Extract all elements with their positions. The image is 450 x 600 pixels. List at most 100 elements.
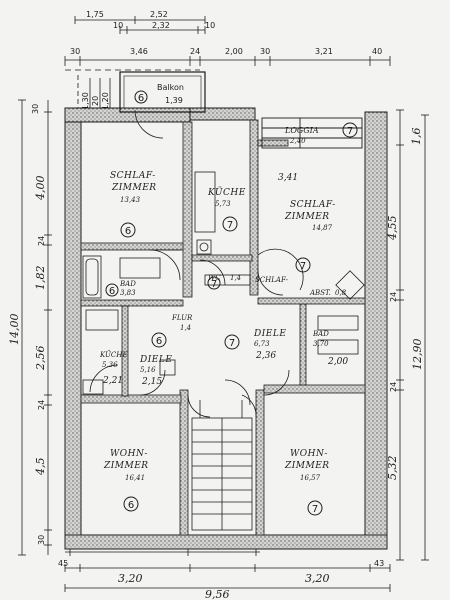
kueche-bottom-dim: 2,21 bbox=[102, 376, 123, 386]
loggia-name: LOGGIA bbox=[284, 126, 319, 135]
abstell-area: 0,8 bbox=[335, 289, 347, 297]
room-diele-right: 7 DIELE 6,73 2,36 bbox=[224, 329, 286, 361]
wc-unit: 7 bbox=[211, 279, 217, 290]
dim-left-total: 14,00 bbox=[8, 314, 21, 346]
dim-left-1: 4,00 bbox=[34, 176, 47, 202]
bad-left-name: BAD bbox=[119, 280, 136, 288]
kueche-bottom-area: 5,36 bbox=[102, 361, 118, 369]
dim-top-3: 10 bbox=[113, 21, 123, 30]
wc-unit-circle bbox=[207, 276, 221, 290]
loggia-unit: 7 bbox=[347, 126, 353, 137]
wohn-left-unit: 6 bbox=[128, 500, 134, 511]
kueche-top-name: KÜCHE bbox=[207, 186, 246, 198]
dim-left-6: 4,5 bbox=[34, 458, 47, 477]
room-wohn-left: WOHN- ZIMMER 16,41 6 bbox=[103, 449, 149, 512]
room-bad-right: BAD 3,70 2,00 bbox=[312, 330, 348, 367]
diele-right-name: DIELE bbox=[253, 329, 286, 339]
diele-right-unit-circle bbox=[224, 334, 240, 350]
bad-right-dim: 2,00 bbox=[327, 357, 348, 367]
dim-top-9: 2,00 bbox=[225, 47, 243, 56]
diele-right-dim: 2,36 bbox=[255, 351, 276, 361]
dim-top-4: 2,32 bbox=[152, 21, 170, 30]
schlaf-mid-name: SCHLAF- bbox=[255, 276, 289, 284]
dim-left-10: 1,20 bbox=[101, 92, 110, 110]
top-dimensions bbox=[64, 16, 391, 71]
room-flur: FLUR 1,4 SCHLAF- ABST. 0,8 bbox=[171, 276, 347, 332]
balkon-unit-circle bbox=[134, 90, 148, 104]
room-schlaf-left: SCHLAF- ZIMMER 13,43 6 bbox=[110, 171, 157, 238]
kueche-top-area: 5,73 bbox=[215, 200, 231, 208]
bad-left-unit: 6 bbox=[109, 286, 115, 297]
kueche-top-unit: 7 bbox=[227, 220, 233, 231]
loggia-unit-circle bbox=[342, 122, 358, 138]
balkon-unit: 6 bbox=[138, 93, 144, 104]
bad-right-name: BAD bbox=[312, 330, 329, 338]
dim-left-4: 2,56 bbox=[34, 346, 47, 372]
wohn-right-name2: ZIMMER bbox=[284, 461, 330, 471]
loggia-frame bbox=[261, 117, 363, 149]
balkon-label: Balkon bbox=[157, 83, 184, 92]
schlaf-right-name1: SCHLAF- bbox=[290, 200, 336, 210]
flur-name: FLUR bbox=[171, 314, 193, 322]
schlaf-left-unit-circle bbox=[120, 222, 136, 238]
schlaf-left-area: 13,43 bbox=[120, 196, 141, 204]
wc-name: WC bbox=[208, 274, 221, 282]
wohn-right-unit: 7 bbox=[312, 504, 318, 515]
bottom-dimensions bbox=[64, 548, 391, 592]
schlaf-left-name2: ZIMMER bbox=[111, 183, 157, 193]
dim-right-5: 5,32 bbox=[386, 456, 399, 481]
door-swings bbox=[89, 109, 304, 418]
dim-left-3: 1,82 bbox=[34, 266, 47, 291]
balkon-area: 1,39 bbox=[165, 96, 183, 105]
kueche-top-unit-circle bbox=[222, 216, 238, 232]
room-loggia: LOGGIA 2,40 7 bbox=[284, 122, 358, 145]
diele-left-unit: 6 bbox=[156, 336, 162, 347]
wohn-left-name2: ZIMMER bbox=[103, 461, 149, 471]
dim-left-11: 30 bbox=[31, 104, 40, 114]
wohn-left-unit-circle bbox=[123, 496, 139, 512]
wohn-right-area: 16,57 bbox=[300, 474, 321, 482]
abstell-name: ABST. bbox=[309, 289, 331, 297]
dim-top-7: 3,46 bbox=[130, 47, 148, 56]
diele-left-name: DIELE bbox=[139, 355, 172, 365]
dim-bottom-4: 3,20 bbox=[118, 572, 143, 585]
schlaf-right-dim: 3,41 bbox=[278, 173, 298, 183]
dim-bottom-total: 9,56 bbox=[205, 588, 230, 600]
right-dimensions bbox=[396, 109, 429, 561]
dim-bottom-5: 3,20 bbox=[305, 572, 330, 585]
diele-right-area: 6,73 bbox=[254, 340, 270, 348]
wohn-right-name1: WOHN- bbox=[290, 449, 328, 459]
diele-left-area: 5,16 bbox=[140, 366, 156, 374]
dim-left-9: 20 bbox=[91, 96, 100, 106]
room-kueche-bottom: KÜCHE 5,36 2,21 bbox=[99, 350, 127, 386]
wohn-left-name1: WOHN- bbox=[110, 449, 148, 459]
dim-right-2: 4,55 bbox=[386, 216, 399, 242]
balcony bbox=[119, 71, 206, 113]
dim-left-7: 30 bbox=[37, 535, 46, 545]
dim-left-8: 1,30 bbox=[81, 92, 90, 110]
bad-right-area: 3,70 bbox=[313, 340, 329, 348]
dim-top-8: 24 bbox=[190, 47, 200, 56]
loggia-area: 2,40 bbox=[289, 137, 306, 145]
dim-top-10: 30 bbox=[260, 47, 270, 56]
left-dimensions bbox=[18, 75, 111, 556]
bad-left-area: 3,83 bbox=[120, 289, 136, 297]
dim-right-1: 1,6 bbox=[410, 128, 423, 146]
room-bad-left: 6 BAD 3,83 bbox=[105, 280, 136, 297]
interior-walls bbox=[80, 119, 366, 536]
dim-right-total: 12,90 bbox=[411, 339, 424, 371]
dim-bottom-3: 43 bbox=[374, 559, 384, 568]
dim-left-5: 24 bbox=[37, 400, 46, 410]
schlaf-right-unit-circle bbox=[295, 257, 311, 273]
diele-left-unit-circle bbox=[151, 332, 167, 348]
dim-top-6: 30 bbox=[70, 47, 80, 56]
diele-right-unit: 7 bbox=[229, 338, 235, 349]
flur-area: 1,4 bbox=[180, 324, 191, 332]
room-diele-left: 6 DIELE 5,16 2,15 bbox=[139, 332, 172, 387]
dim-top-5: 10 bbox=[205, 21, 215, 30]
schlaf-left-unit: 6 bbox=[125, 226, 131, 237]
bad-left-unit-circle bbox=[105, 283, 119, 297]
dim-left-2: 24 bbox=[37, 236, 46, 246]
dim-right-3: 24 bbox=[389, 292, 398, 302]
